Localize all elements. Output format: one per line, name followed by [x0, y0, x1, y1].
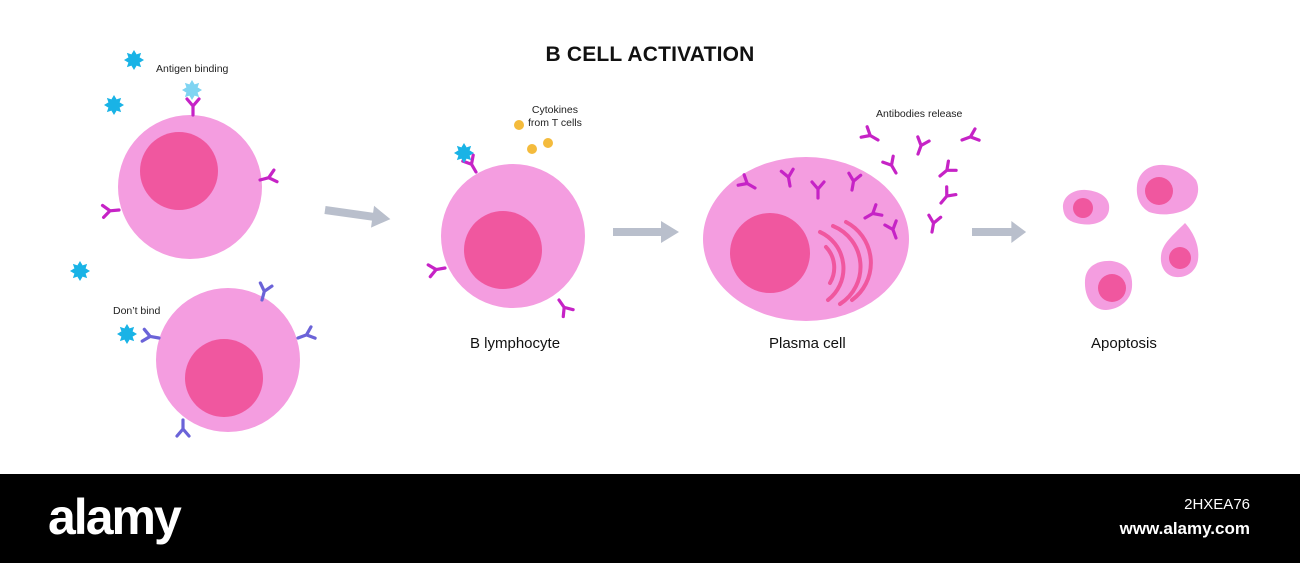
antibody-receptor [100, 202, 122, 219]
released-antibody [924, 213, 943, 235]
antigen [117, 324, 137, 344]
plasma-cell [703, 157, 909, 321]
b-lymphocyte-label: B lymphocyte [470, 335, 561, 352]
nucleus [185, 339, 263, 417]
antigen-binding-label: Antigen binding [156, 63, 229, 75]
alamy-logo: alamy [48, 489, 182, 545]
apoptosis-label: Apoptosis [1091, 335, 1157, 352]
cytokines-label: Cytokines from T cells [528, 104, 582, 129]
unbound-receptor [175, 418, 191, 438]
cytokine [514, 120, 524, 130]
antigen [70, 261, 90, 281]
nucleus [1169, 247, 1191, 269]
watermark-bar: alamy 2HXEA76 www.alamy.com [0, 474, 1300, 563]
site-url: www.alamy.com [1119, 519, 1250, 538]
released-antibody [881, 154, 903, 178]
nucleus [140, 132, 218, 210]
nucleus [464, 211, 542, 289]
released-antibody [910, 135, 931, 158]
b-lymphocyte-cell [426, 143, 585, 319]
cytokine [543, 138, 553, 148]
antigen [104, 95, 124, 115]
released-antibody [958, 127, 981, 148]
bound-antigen [182, 80, 202, 100]
nucleus [1073, 198, 1093, 218]
diagram-title: B CELL ACTIVATION [545, 43, 755, 66]
image-id: 2HXEA76 [1184, 496, 1250, 513]
nucleus [730, 213, 810, 293]
arrow-to-plasma-cell [613, 221, 679, 243]
arrow-to-b-lymphocyte [323, 199, 392, 231]
diagram-canvas [70, 50, 1199, 438]
antibody-receptor [552, 294, 575, 319]
nucleus [1098, 274, 1126, 302]
released-antibody [934, 159, 958, 183]
bound-antigen [454, 143, 474, 163]
cell-antigen-binding [100, 80, 279, 259]
cytokine [527, 144, 537, 154]
antibody-receptor [426, 260, 448, 279]
apoptotic-cells [1062, 164, 1199, 310]
nucleus [1145, 177, 1173, 205]
antibody-receptor [185, 97, 201, 117]
unbound-receptor [294, 325, 317, 346]
cell-no-binding [140, 281, 317, 438]
arrow-to-apoptosis [972, 221, 1027, 243]
dont-bind-label: Don’t bind [113, 305, 161, 317]
plasma-cell-label: Plasma cell [769, 335, 846, 352]
antibodies-release-label: Antibodies release [876, 108, 963, 120]
released-antibody [934, 185, 958, 209]
diagram-stage: B CELL ACTIVATION Antigen binding Don’t … [70, 43, 1199, 438]
unbound-receptor [140, 327, 162, 346]
released-antibody [859, 125, 883, 147]
endoplasmic-reticulum [818, 220, 873, 306]
